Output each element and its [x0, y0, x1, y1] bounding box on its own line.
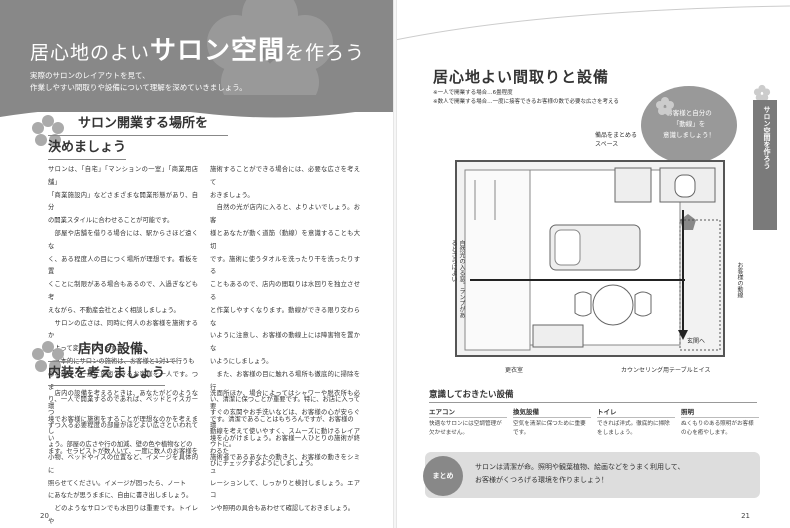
body-line: 境を心がけましょう。お客様一人ひとりの施術が終わるた — [210, 434, 360, 455]
book-spine — [393, 0, 397, 528]
body-line: です。施術に使うタオルを洗ったり干を洗ったりする — [210, 255, 360, 276]
equipment-ventilation: 換気設備空気を清潔に保つために重要です。 — [513, 406, 591, 438]
body-line: 店内の設備を考えるときは、あなたがどのような環 — [48, 390, 198, 410]
body-line: 部屋や店舗を借りる場合には、駅からさほど遠くな — [48, 229, 198, 250]
body-line: ます。セラピストが数人いて、一度に数人のお客様を — [48, 447, 198, 455]
body-line: 境でお客様に施術をすることが理想なのかを考えまし — [48, 415, 198, 436]
equipment-heading: 意識しておきたい設備 — [429, 388, 757, 403]
body-line: によって変わってきます。 — [48, 345, 122, 353]
body-line: い、清潔に保つことが重要です。特に、お店に入って — [210, 396, 360, 404]
body-line: おきましょう。 — [210, 191, 254, 199]
label-entrance: 玄関へ — [687, 338, 706, 345]
diagram-title: 居心地よい間取りと設備 — [433, 68, 610, 86]
flower-tab-icon — [753, 84, 771, 102]
body-line: のなので、一度に施術できるお客様を一人です。つま — [48, 370, 198, 391]
equipment-toilet: トイレできれば洋式。徹底的に掃除をしましょう。 — [597, 406, 675, 438]
chapter-tab: サロン空間を作ろう — [753, 100, 777, 230]
equipment-aircon: エアコン快適なサロンには空調管理が欠かせません。 — [429, 406, 507, 438]
body-line: くことに制限がある場合もあるので、入過ぎなども考 — [48, 281, 198, 301]
body-line: にあなたが思うままに、自由に書き出しましょう。 — [48, 492, 193, 500]
note-multiple: ※数人で開業する場合…一度に接客できるお客様の数で必要な広さを考える — [433, 99, 619, 105]
body-line: 様とあなたが動く道筋（動線）を意識することも大切 — [210, 229, 360, 250]
header-band: 居心地のよいサロン空間を作ろう 実際のサロンのレイアウトを見て、作業しやすい間取… — [0, 0, 395, 112]
floor-plan — [455, 160, 725, 357]
body-line: いように注意し、お客様の動線上には障害物を置かな — [210, 332, 360, 353]
body-line: 施術することができる場合には、必要な広さを考えて — [210, 166, 360, 186]
body-line: の開業スタイルに合わせることが可能です。 — [48, 217, 174, 225]
body-line: また、お客様の目に触れる場所も徹底的に掃除を行 — [210, 370, 360, 391]
page-subtitle: 実際のサロンのレイアウトを見て、作業しやすい間取りや設備について理解を深めていき… — [30, 71, 247, 92]
label-customer-flow: お客様の動線 — [736, 262, 743, 298]
summary-badge: まとめ — [423, 456, 463, 496]
label-storage: 備品をまとめるスペース — [595, 132, 638, 148]
body-column-2: 施術することができる場合には、必要な広さを考えておきましょう。 自然の光が店内に… — [210, 164, 360, 471]
speech-bubble: お客様と自分の「動線」を意識しましょう！ — [641, 86, 737, 164]
note-single: ※一人で開業する場合…6畳程度 — [433, 90, 513, 96]
equipment-lighting: 照明ぬくもりのある照明がお客様の心を癒やします。 — [681, 406, 759, 438]
flower-bullet-icon — [32, 115, 64, 146]
page-number: 21 — [741, 512, 750, 520]
body-line: く、ある程度人の目につく場所が理想です。看板を置 — [48, 255, 198, 276]
body-line: 動線を考えて使いやすく、スムーズに動けるレイアウトに。 — [210, 428, 360, 449]
section2-heading: 店内の設備、 内装を考えましょう — [48, 338, 353, 386]
top-curve — [395, 5, 790, 41]
body-column-3: 店内の設備を考えるときは、あなたがどのような環境でお客様に施術をすることが理想な… — [48, 388, 198, 528]
body-line: ずつ入る必要程度の部屋がほどよい広さといわれてい — [48, 421, 198, 442]
body-line: こともあるので、店内の間取りは水回りを独立させる — [210, 281, 360, 301]
header-wave — [0, 95, 395, 118]
body-line: 自然の光が店内に入ると、よりよいでしょう。お客 — [210, 204, 360, 225]
body-line: どのようなサロンでも水回りは重要です。トイレや — [48, 505, 198, 525]
body-line: 施術者であるあなたの動きと、お客様の動きをシミュ — [210, 453, 360, 474]
label-window: 自然光の入る窓。ランプがあるとさらによい — [450, 240, 465, 318]
section1-heading: サロン開業する場所を 決めましょう — [48, 112, 353, 160]
body-line: サロンの広さは、同時に何人のお客様を施術するか — [48, 319, 198, 340]
body-line: 洗面所ほか、場合によってはシャワーや脱衣所も必要 — [210, 390, 360, 410]
body-line: 「商業施設内」などさまざまな開業形態があり、自分 — [48, 191, 198, 212]
body-line: すぐの玄関やお手洗いなどは、お客様の心が安らぐ環 — [210, 409, 360, 429]
body-line: びにチェックするようにしましょう。 — [210, 460, 317, 468]
flower-accent-icon — [656, 97, 674, 115]
flower-decoration-icon — [207, 0, 333, 111]
body-column-4: 洗面所ほか、場合によってはシャワーや脱衣所も必要です。清潔であることはもちろんで… — [210, 388, 360, 516]
body-line: サロンは、「自宅」「マンションの一室」「商業用店舗」 — [48, 166, 198, 186]
body-line: です。清潔であることはもちろんですが、お客様の — [210, 415, 354, 423]
left-page: 居心地のよいサロン空間を作ろう 実際のサロンのレイアウトを見て、作業しやすい間取… — [0, 0, 395, 528]
page-title: 居心地のよいサロン空間を作ろう — [30, 36, 366, 66]
label-changing-room: 更衣室 — [505, 367, 524, 374]
body-line: いようにしましょう。 — [210, 357, 273, 365]
body-line: レーションして、しっかりと検討しましょう。エアコ — [210, 479, 360, 500]
body-line: ょう。部屋の広さや行の加減、壁の色や植物などの — [48, 441, 193, 449]
body-line: り、一人で開業するのであれば、ベッドとイスガーつ — [48, 396, 198, 417]
label-counseling-table: カウンセリング用テーブルとイス — [621, 367, 711, 374]
body-line: と作業しやすくなります。動線ができる限り交わらな — [210, 306, 360, 327]
summary-box: まとめ サロンは清潔が命。照明や観葉植物、絵画などをうまく利用して、お客様がくつ… — [423, 452, 760, 498]
flower-bullet-icon — [32, 341, 64, 372]
right-page: 居心地よい間取りと設備 ※一人で開業する場合…6畳程度 ※数人で開業する場合…一… — [395, 0, 790, 528]
body-line: 小物、ベッドやイスの位置など、イメージを具体的に — [48, 453, 198, 474]
body-line: ンや照明の具合もあわせて確認しておきましょう。 — [210, 505, 355, 513]
body-line: えながら、不動産会社とよく相談しましょう。 — [48, 306, 180, 314]
body-line: 照らせてください。イメージが固ったら、ノート — [48, 479, 187, 487]
page-number: 20 — [40, 512, 49, 520]
